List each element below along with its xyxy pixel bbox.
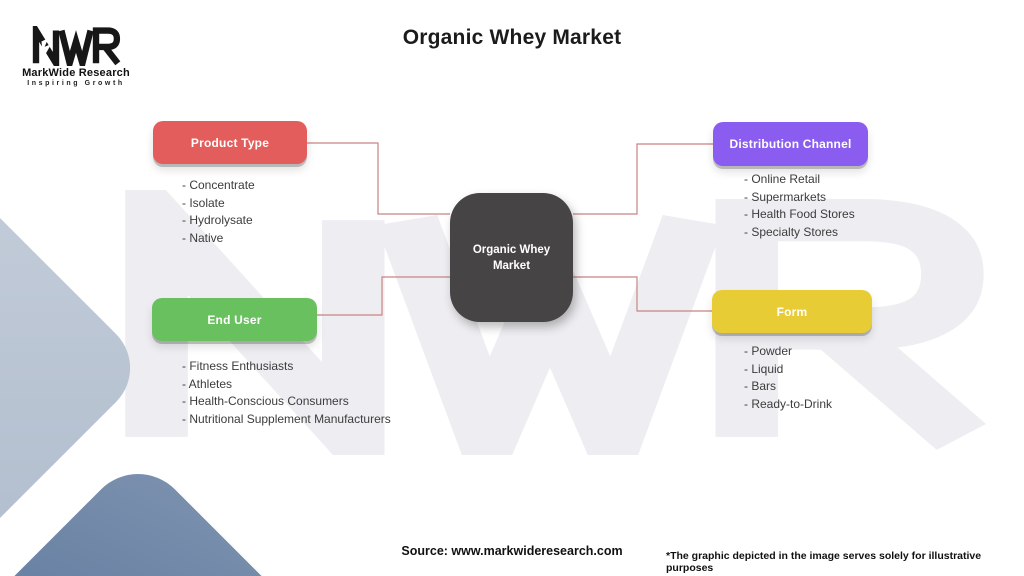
list-item: - Health-Conscious Consumers xyxy=(182,394,349,408)
list-item: - Hydrolysate xyxy=(182,213,253,227)
list-item: - Liquid xyxy=(744,361,784,376)
markwide-research-logo: MarkWide Research Inspiring Growth xyxy=(20,26,132,87)
list-item: - Nutritional Supplement Manufacturers xyxy=(182,411,391,426)
list-item: - Bars xyxy=(744,379,777,393)
list-item: - Fitness Enthusiasts xyxy=(182,359,294,373)
list-item: - Supermarkets xyxy=(744,189,827,204)
list-item: - Specialty Stores xyxy=(744,224,839,239)
logo-tagline: Inspiring Growth xyxy=(27,80,125,87)
category-label-end-user: End User xyxy=(207,312,262,327)
list-item: - Concentrate xyxy=(182,178,255,192)
category-box-product-type: Product Type xyxy=(153,121,307,164)
list-item: - Native xyxy=(182,230,224,245)
list-item: - Athletes xyxy=(182,376,233,391)
source-text: Source: www.markwideresearch.com xyxy=(401,544,623,558)
logo-company-name: MarkWide Research xyxy=(22,67,130,79)
category-label-form: Form xyxy=(776,304,808,319)
category-items-product-type: - Concentrate - Isolate - Hydrolysate - … xyxy=(182,177,255,247)
center-node-label-line2: Market xyxy=(492,259,531,272)
list-item: - Isolate xyxy=(182,195,225,210)
center-node-organic-whey-market: Organic Whey Market xyxy=(450,193,573,322)
center-node-label-line1: Organic Whey xyxy=(472,243,551,256)
category-box-distribution-channel: Distribution Channel xyxy=(713,122,868,166)
category-box-form: Form xyxy=(712,290,872,333)
category-label-distribution-channel: Distribution Channel xyxy=(729,137,852,151)
list-item: - Ready-to-Drink xyxy=(744,396,833,411)
category-items-distribution-channel: - Online Retail - Supermarkets - Health … xyxy=(744,171,855,241)
category-items-end-user: - Fitness Enthusiasts - Athletes - Healt… xyxy=(182,358,391,428)
list-item: - Health Food Stores xyxy=(744,207,855,221)
mwr-monogram-icon xyxy=(28,26,124,66)
list-item: - Powder xyxy=(744,344,793,358)
category-label-product-type: Product Type xyxy=(190,135,270,150)
page-title: Organic Whey Market xyxy=(402,26,622,49)
category-box-end-user: End User xyxy=(152,298,317,341)
category-items-form: - Powder - Liquid - Bars - Ready-to-Drin… xyxy=(744,343,832,413)
list-item: - Online Retail xyxy=(744,172,821,186)
disclaimer-text: *The graphic depicted in the image serve… xyxy=(666,550,982,574)
